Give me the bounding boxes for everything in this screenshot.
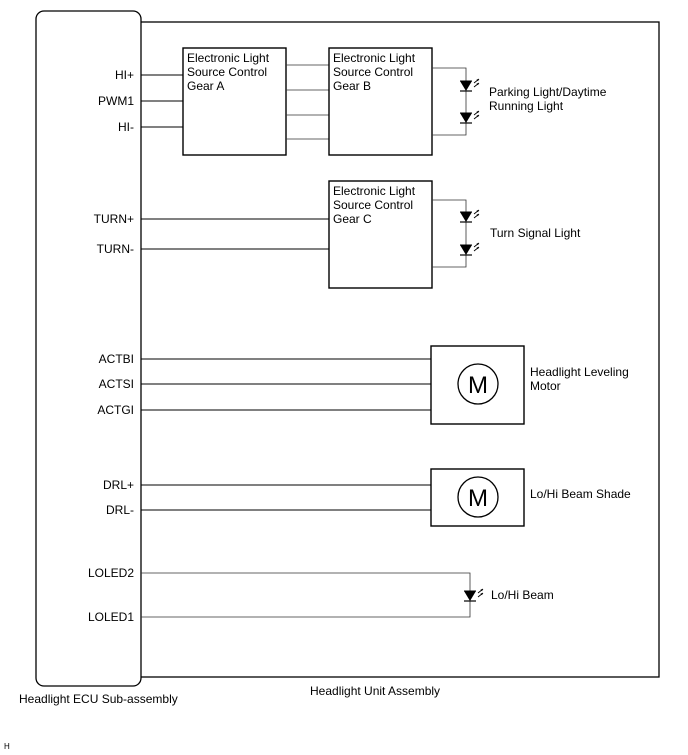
leveling-motor-label-1: Headlight Leveling bbox=[530, 365, 629, 379]
gear-b-line3: Gear B bbox=[333, 79, 371, 93]
pin-actbi: ACTBI bbox=[99, 352, 134, 366]
shade-motor-icon bbox=[457, 476, 499, 518]
gear-c-box bbox=[328, 180, 433, 289]
wire-parking-loop bbox=[432, 67, 467, 136]
corner-label: H bbox=[4, 742, 10, 751]
leveling-motor-icon bbox=[457, 363, 499, 405]
ecu-box bbox=[35, 10, 142, 687]
pin-turn-minus: TURN- bbox=[97, 242, 134, 256]
gear-b-line2: Source Control bbox=[333, 65, 413, 79]
pin-loled1: LOLED1 bbox=[88, 610, 134, 624]
gear-a-line2: Source Control bbox=[187, 65, 267, 79]
lo-hi-beam-label: Lo/Hi Beam bbox=[491, 588, 554, 602]
ecu-caption: Headlight ECU Sub-assembly bbox=[19, 692, 178, 706]
gear-a-line3: Gear A bbox=[187, 79, 224, 93]
pin-actsi: ACTSI bbox=[99, 377, 134, 391]
shade-motor-symbol: M bbox=[468, 485, 488, 512]
gear-c-line1: Electronic Light bbox=[333, 184, 416, 198]
gear-b-line1: Electronic Light bbox=[333, 51, 416, 65]
pin-actgi: ACTGI bbox=[97, 403, 134, 417]
beam-shade-label: Lo/Hi Beam Shade bbox=[530, 487, 631, 501]
pin-drl-plus: DRL+ bbox=[103, 478, 134, 492]
pin-drl-minus: DRL- bbox=[106, 503, 134, 517]
gear-c-line2: Source Control bbox=[333, 198, 413, 212]
gear-c-line3: Gear C bbox=[333, 212, 372, 226]
parking-light-label-2: Running Light bbox=[489, 99, 564, 113]
pin-hi-minus: HI- bbox=[118, 120, 134, 134]
pin-loled2: LOLED2 bbox=[88, 566, 134, 580]
gear-a-line1: Electronic Light bbox=[187, 51, 270, 65]
unit-caption: Headlight Unit Assembly bbox=[310, 684, 440, 698]
turn-signal-label: Turn Signal Light bbox=[490, 226, 581, 240]
parking-light-label-1: Parking Light/Daytime bbox=[489, 85, 607, 99]
leveling-motor-label-2: Motor bbox=[530, 379, 561, 393]
pin-turn-plus: TURN+ bbox=[94, 212, 134, 226]
wire-turn-loop bbox=[432, 199, 467, 268]
pin-hi-plus: HI+ bbox=[115, 68, 134, 82]
pin-pwm1: PWM1 bbox=[98, 94, 134, 108]
gear-b-box bbox=[328, 47, 433, 156]
leveling-motor-symbol: M bbox=[468, 372, 488, 399]
gear-a-box bbox=[182, 47, 287, 156]
